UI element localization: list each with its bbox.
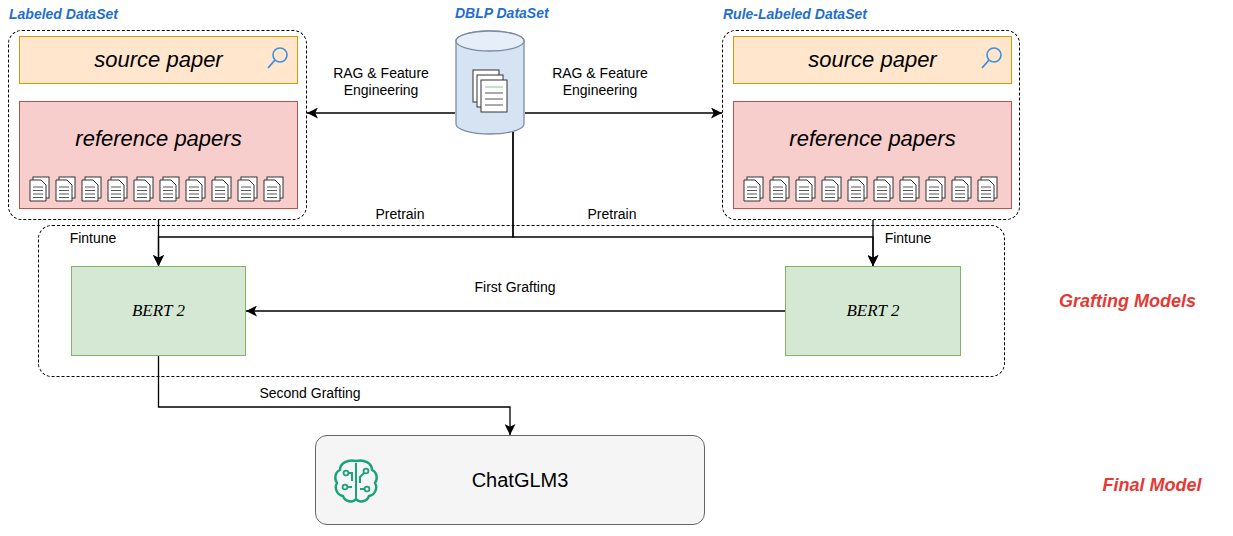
- edge-label: First Grafting: [472, 279, 559, 296]
- edge-label: Pretrain: [584, 206, 639, 223]
- stage-label: Final Model: [1103, 475, 1202, 496]
- edge-label: Second Grafting: [256, 385, 363, 402]
- edge-label: Fintune: [67, 230, 120, 247]
- final-model-box: ChatGLM3: [315, 435, 705, 525]
- edge-label: RAG & Feature Engineering: [536, 65, 664, 99]
- connector-arrow: [246, 310, 785, 311]
- box-label: source paper: [808, 47, 936, 73]
- model-box: BERT 2: [71, 266, 246, 356]
- dataset-group: Labeled DataSetsource paperreference pap…: [8, 30, 307, 220]
- cylinder-shape: [455, 30, 525, 135]
- group-heading: Rule-Labeled DataSet: [723, 6, 1019, 22]
- dataset-group: Rule-Labeled DataSetsource paperreferenc…: [722, 30, 1020, 220]
- group-heading: Grafting Models: [1059, 291, 1233, 312]
- database-cylinder: DBLP DataSet: [455, 30, 525, 135]
- edge-label: RAG & Feature Engineering: [317, 65, 445, 99]
- document-icons: [29, 176, 291, 202]
- box-label: BERT 2: [132, 301, 185, 321]
- box-label: ChatGLM3: [472, 469, 569, 492]
- connector-arrow: [158, 220, 159, 266]
- group-heading: Labeled DataSet: [9, 6, 306, 22]
- reference-papers-box: reference papers: [19, 101, 298, 209]
- search-icon: [265, 45, 291, 71]
- box-label: source paper: [94, 47, 222, 73]
- group-heading: DBLP DataSet: [455, 5, 525, 21]
- edge-label: Fintune: [882, 230, 935, 247]
- edge-label: Pretrain: [372, 206, 427, 223]
- box-label: BERT 2: [846, 301, 899, 321]
- connector-arrow: [307, 112, 455, 113]
- document-icons: [743, 176, 1005, 202]
- box-label: reference papers: [789, 126, 955, 152]
- connector-arrow: [872, 220, 873, 266]
- model-box: BERT 2: [785, 266, 961, 356]
- source-paper-box: source paper: [19, 36, 298, 84]
- box-label: reference papers: [75, 126, 241, 152]
- source-paper-box: source paper: [733, 36, 1012, 84]
- reference-papers-box: reference papers: [733, 101, 1012, 209]
- model-group: Grafting ModelsBERT 2BERT 2: [38, 225, 1005, 377]
- brain-icon: [332, 457, 380, 505]
- connector-arrow: [159, 356, 511, 435]
- connector-arrow: [525, 112, 722, 113]
- search-icon: [979, 45, 1005, 71]
